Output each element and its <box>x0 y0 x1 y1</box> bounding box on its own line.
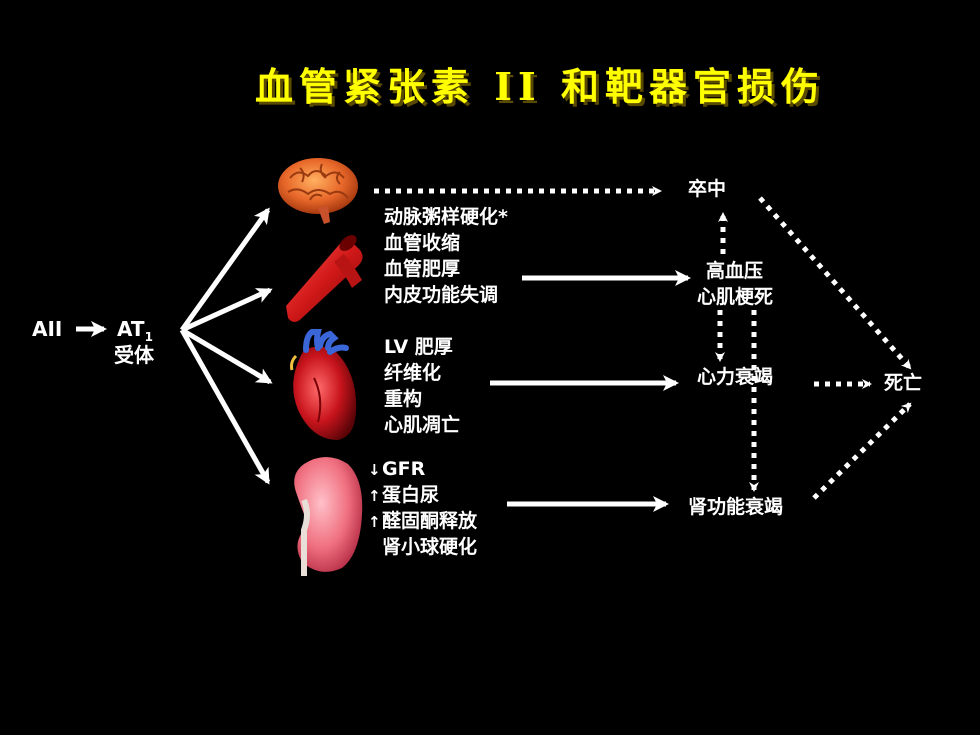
up-arrow-icon: ↑ <box>368 487 381 505</box>
page-title: 血管紧张素 II 和靶器官损伤 <box>254 64 825 109</box>
effect-item: 纤维化 <box>384 362 442 384</box>
effect-item: 血管收缩 <box>384 232 461 254</box>
vessel-effects: 动脉粥样硬化* 血管收缩 血管肥厚 内皮功能失调 <box>384 204 508 308</box>
heart-effects: LV 肥厚 纤维化 重构 心肌凋亡 <box>384 334 460 438</box>
aii-label: AII <box>32 317 63 341</box>
kidney-icon <box>294 457 363 576</box>
outcome-heart-failure: 心力衰竭 <box>697 366 774 388</box>
effect-item: GFR <box>382 458 426 480</box>
effect-item: 重构 <box>384 388 423 410</box>
down-arrow-icon: ↓ <box>368 461 381 479</box>
effect-item: LV 肥厚 <box>384 336 453 358</box>
outcome-mi: 心肌梗死 <box>697 286 774 308</box>
artery-icon <box>286 235 363 322</box>
heart-icon <box>290 329 357 440</box>
effect-item: 醛固酮释放 <box>382 510 478 532</box>
effect-item: 血管肥厚 <box>384 258 461 280</box>
receptor-label: 受体 <box>114 343 154 367</box>
fan-arrows <box>179 207 273 485</box>
solid-arrows <box>490 270 691 512</box>
effect-item: 肾小球硬化 <box>382 536 478 558</box>
outcome-renal-failure: 肾功能衰竭 <box>688 496 784 518</box>
at1-label: AT1 <box>117 317 153 344</box>
outcome-stroke: 卒中 <box>688 178 727 200</box>
effect-item: 蛋白尿 <box>382 484 440 506</box>
effect-item: 动脉粥样硬化* <box>384 206 508 228</box>
up-arrow-icon: ↑ <box>368 513 381 531</box>
outcome-hypertension: 高血压 <box>706 260 764 282</box>
brain-icon <box>278 158 358 224</box>
effect-item: 内皮功能失调 <box>384 284 499 306</box>
dotted-arrows <box>374 186 912 500</box>
effect-item: 心肌凋亡 <box>384 414 461 436</box>
kidney-effects: ↓GFR ↑蛋白尿 ↑醛固酮释放 肾小球硬化 <box>368 456 477 560</box>
outcome-death: 死亡 <box>884 372 923 394</box>
